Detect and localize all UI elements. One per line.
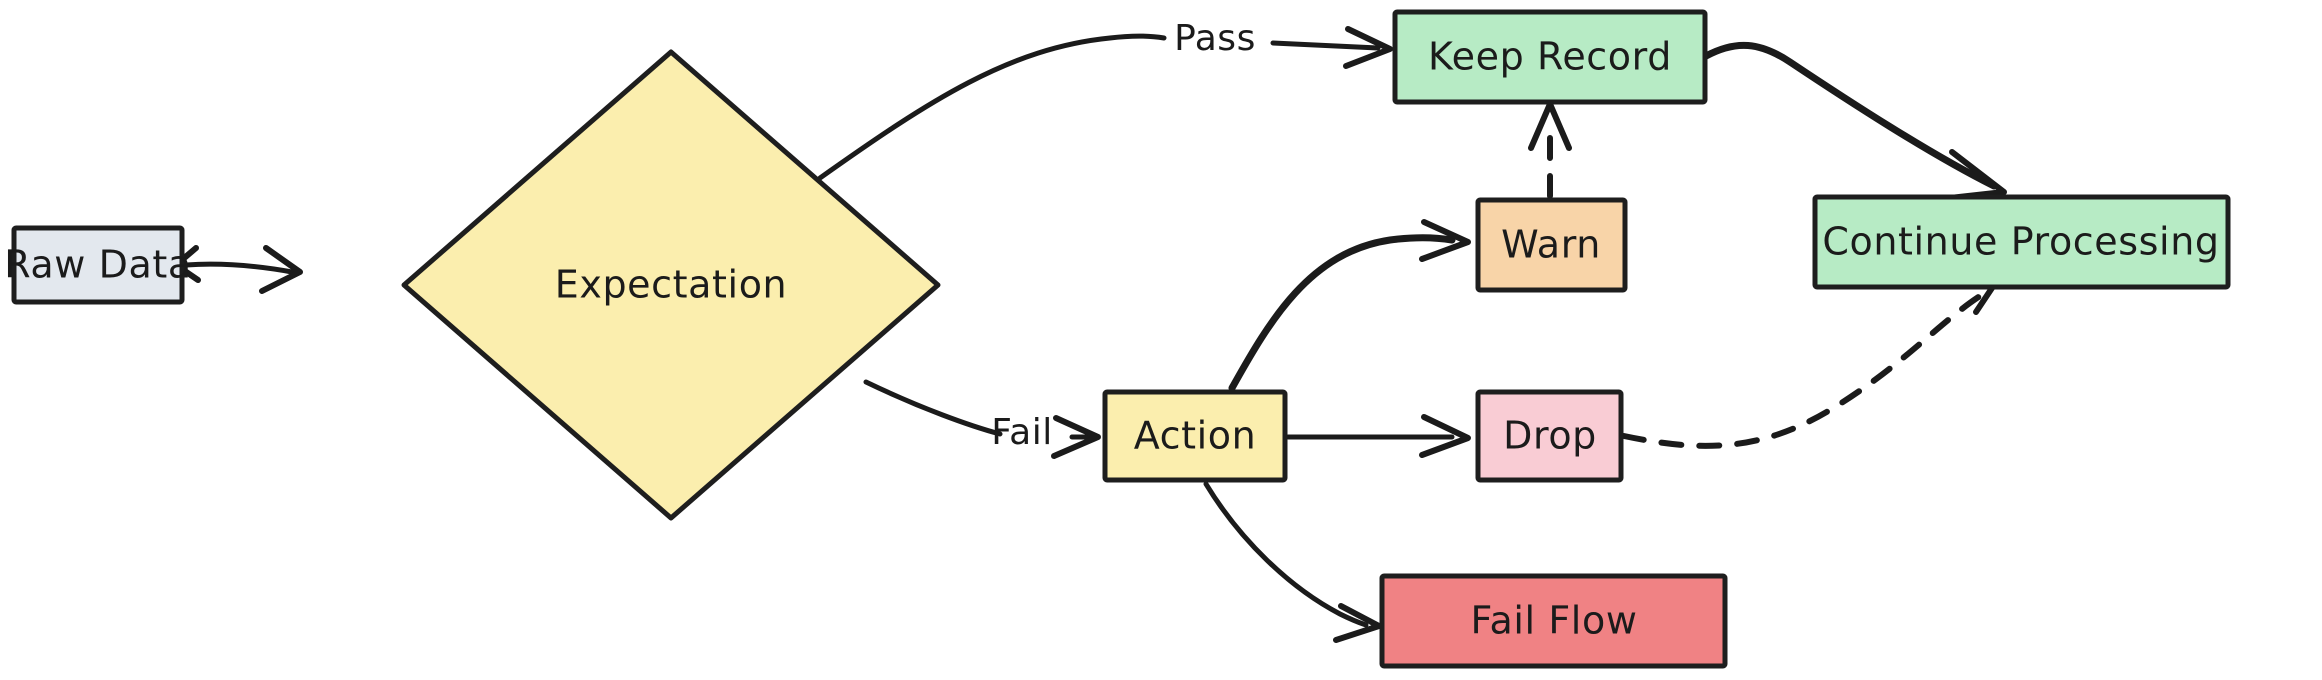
arrowhead-into-continue-processing-top xyxy=(1947,149,2007,201)
node-warn-shape[interactable] xyxy=(1475,197,1628,293)
node-action[interactable]: Action xyxy=(1102,389,1288,483)
node-warn-label: Warn xyxy=(1501,223,1601,267)
node-expectation[interactable]: Expectation xyxy=(401,49,941,521)
node-continue-processing-shape[interactable] xyxy=(1812,194,2231,290)
edge-expectation-to-action: Fail xyxy=(863,379,1101,459)
arrowhead-into-action xyxy=(1051,415,1101,459)
edge-action-to-drop xyxy=(1285,414,1471,458)
edge-drop-to-continue-processing xyxy=(1621,265,1995,449)
node-fail-flow-shape[interactable] xyxy=(1379,573,1728,669)
node-expectation-label: Expectation xyxy=(555,263,787,307)
edge-keep-record-to-continue-processing xyxy=(1702,41,2007,201)
node-keep-record-shape[interactable] xyxy=(1392,9,1708,105)
arrowhead-into-drop xyxy=(1419,414,1471,458)
edge-path-expectation-to-pass-label xyxy=(817,33,1167,181)
node-expectation-shape[interactable] xyxy=(401,49,941,521)
node-drop[interactable]: Drop xyxy=(1475,389,1624,483)
edge-path-keep-record-to-continue xyxy=(1702,41,1998,190)
edge-path-action-to-warn xyxy=(1228,234,1456,392)
node-action-label: Action xyxy=(1134,414,1257,458)
node-continue-processing-label: Continue Processing xyxy=(1822,220,2219,264)
edge-action-to-fail-flow xyxy=(1203,481,1382,643)
edge-warn-to-keep-record xyxy=(1528,101,1572,199)
arrowhead-into-fail-flow xyxy=(1333,603,1382,643)
node-drop-label: Drop xyxy=(1503,414,1597,458)
node-raw-data-label: Raw Data xyxy=(4,243,192,287)
node-drop-shape[interactable] xyxy=(1475,389,1624,483)
arrowhead-into-keep-record xyxy=(1343,26,1393,69)
edge-path-drop-to-continue xyxy=(1621,293,1983,449)
arrowhead-into-warn xyxy=(1419,219,1471,262)
edge-action-to-warn xyxy=(1228,219,1471,392)
node-raw-data-shape[interactable] xyxy=(11,225,185,305)
edge-raw-data-to-expectation xyxy=(173,245,303,294)
edge-path-expectation-to-fail-label xyxy=(863,379,1003,437)
node-fail-flow-label: Fail Flow xyxy=(1471,599,1638,643)
node-fail-flow[interactable]: Fail Flow xyxy=(1379,573,1728,669)
node-action-shape[interactable] xyxy=(1102,389,1288,483)
node-continue-processing[interactable]: Continue Processing xyxy=(1812,194,2231,290)
node-raw-data[interactable]: Raw Data xyxy=(4,225,192,305)
node-warn[interactable]: Warn xyxy=(1475,197,1628,293)
edge-label-pass: Pass xyxy=(1174,18,1256,59)
edge-expectation-to-keep-record: Pass xyxy=(817,18,1393,181)
node-keep-record[interactable]: Keep Record xyxy=(1392,9,1708,105)
edge-label-fail: Fail xyxy=(991,412,1052,453)
arrowhead-into-expectation xyxy=(259,245,303,294)
edge-path-raw-to-expectation xyxy=(183,261,295,275)
edge-path-pass-label-to-keep-record xyxy=(1270,40,1381,51)
node-keep-record-label: Keep Record xyxy=(1428,35,1672,79)
edge-path-action-to-fail-flow xyxy=(1203,481,1369,628)
